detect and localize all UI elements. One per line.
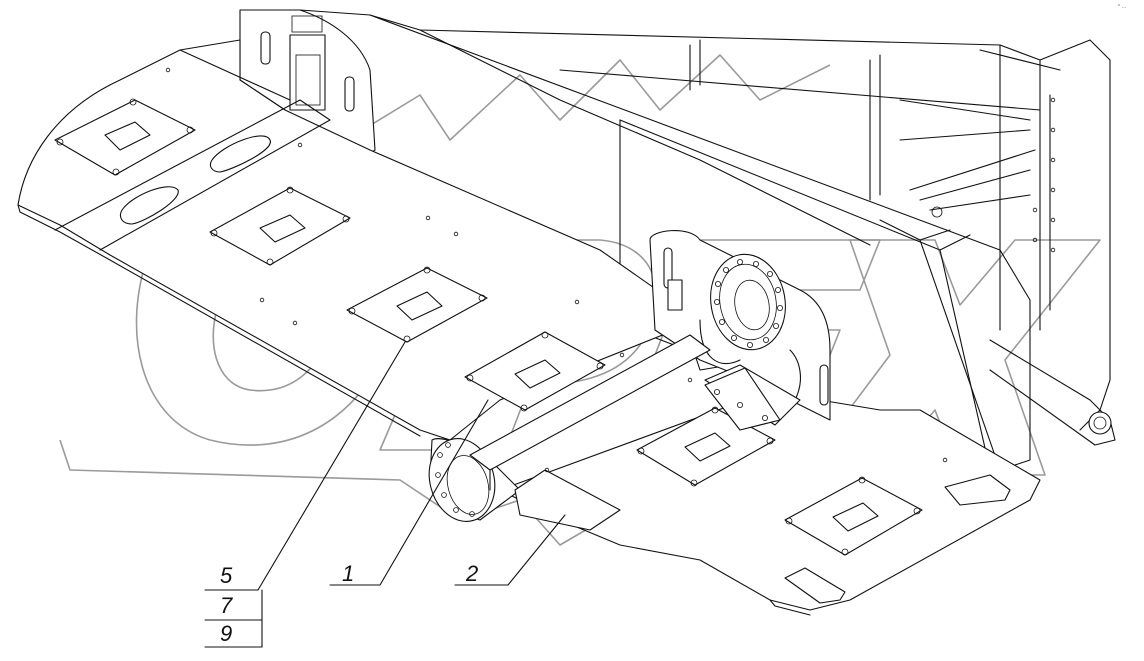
access-cover-1 <box>54 98 196 176</box>
leader-1 <box>329 399 489 586</box>
corner-mark: ° … <box>1118 4 1126 10</box>
rear-frame <box>369 14 1116 446</box>
left-bracket <box>239 9 376 161</box>
access-cover-6 <box>784 476 923 556</box>
flange-upper <box>649 229 831 421</box>
leader-2 <box>454 514 566 586</box>
watermark-letter-x <box>799 239 1101 476</box>
callout-9: 9 <box>220 621 232 646</box>
callout-7: 7 <box>220 593 233 618</box>
callout-labels: 5 7 9 1 2 <box>220 561 478 646</box>
access-cover-2 <box>209 186 351 266</box>
access-cover-3 <box>346 266 488 343</box>
small-bracket-plate <box>704 367 781 431</box>
leader-lines <box>204 341 566 648</box>
callout-5: 5 <box>220 563 233 588</box>
callout-1: 1 <box>342 561 354 586</box>
fastener-holes <box>165 67 948 473</box>
floor-plate <box>17 39 701 441</box>
watermark-band-top <box>329 54 831 151</box>
leader-5 <box>204 341 406 591</box>
callout-2: 2 <box>465 561 478 586</box>
access-cover-4 <box>464 331 606 412</box>
